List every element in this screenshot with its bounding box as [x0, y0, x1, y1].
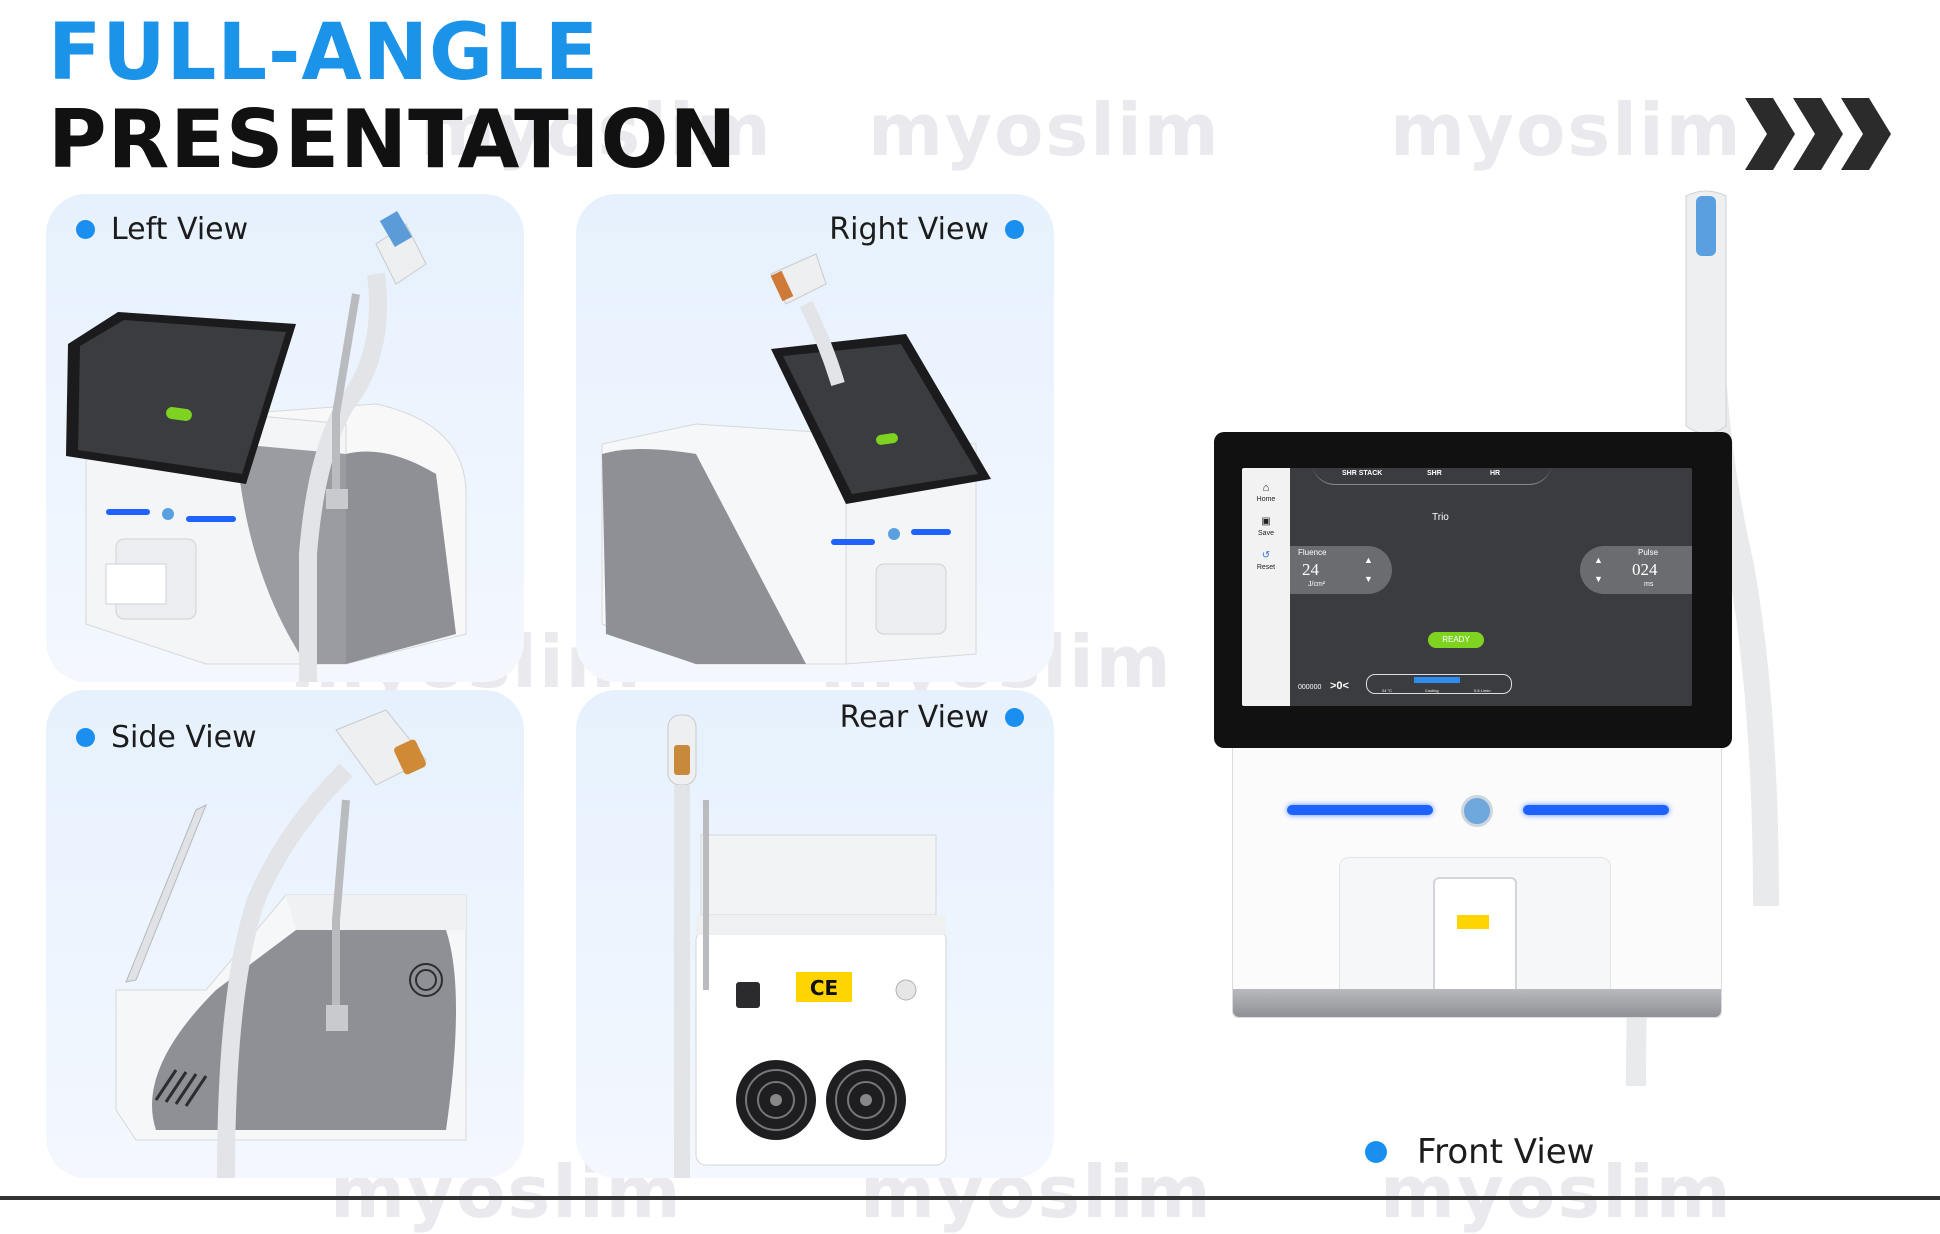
blue-light-left — [1287, 805, 1433, 815]
tab-arc — [1312, 468, 1552, 485]
side-view-machine — [115, 709, 467, 1178]
status-cooling: Cooling — [1425, 688, 1439, 693]
mode-label: Trio — [1432, 512, 1449, 523]
bullet-dot-icon — [76, 728, 95, 747]
pulse-label: Pulse — [1638, 548, 1659, 557]
bullet-dot-icon — [1365, 1141, 1387, 1163]
watermark: myoslim — [420, 88, 773, 172]
home-icon[interactable]: ⌂ — [1262, 482, 1270, 494]
fluence-label: Fluence — [1298, 548, 1327, 557]
side-menu-home[interactable]: Home — [1256, 496, 1276, 503]
left-view-panel: Left View — [46, 194, 524, 682]
shot-counter: 000000 — [1298, 684, 1322, 691]
fluence-control[interactable] — [1290, 546, 1392, 594]
ce-mark-icon: CE — [810, 976, 838, 1000]
right-view-text: Right View — [829, 212, 989, 247]
bullet-dot-icon — [1005, 220, 1024, 239]
power-knob-icon — [1461, 795, 1493, 827]
status-bar — [1366, 674, 1512, 694]
side-menu-reset[interactable]: Reset — [1256, 564, 1276, 571]
side-view-text: Side View — [111, 720, 257, 755]
fluence-up-icon[interactable]: ▲ — [1364, 555, 1373, 565]
watermark: myoslim — [1390, 88, 1743, 172]
bullet-dot-icon — [76, 220, 95, 239]
left-view-text: Left View — [111, 212, 249, 247]
front-view-machine: ⌂ Home ▣ Save ↺ Reset SHR STACK SHR HR T… — [1206, 186, 1806, 1086]
page-title-line1: FULL-ANGLE — [48, 8, 600, 98]
left-view-label: Left View — [76, 212, 248, 247]
tab-shr[interactable]: SHR — [1427, 470, 1442, 477]
rear-view-panel: Rear View CE — [576, 690, 1054, 1178]
watermark: myoslim — [868, 88, 1221, 172]
pulse-control[interactable] — [1580, 546, 1692, 594]
ready-button[interactable]: READY — [1428, 632, 1484, 648]
right-view-panel: Right View — [576, 194, 1054, 682]
rear-view-machine: CE — [667, 714, 947, 1178]
side-menu-save[interactable]: Save — [1258, 530, 1274, 537]
rear-view-text: Rear View — [839, 700, 989, 735]
right-view-machine — [601, 253, 991, 665]
fan-icon — [736, 1060, 816, 1140]
pulse-value: 024 — [1632, 560, 1658, 579]
status-flow: 0.6 L/min — [1474, 688, 1491, 693]
cooling-bar — [1414, 677, 1460, 683]
bottom-border — [0, 1196, 1940, 1200]
left-view-machine — [66, 211, 467, 682]
fluence-down-icon[interactable]: ▼ — [1364, 574, 1373, 584]
pulse-down-icon[interactable]: ▼ — [1594, 574, 1603, 584]
blue-light-right — [1523, 805, 1669, 815]
device-base — [1233, 989, 1721, 1017]
fluence-unit: J/cm² — [1308, 581, 1326, 588]
center-symbol: >0< — [1330, 680, 1349, 692]
bullet-dot-icon — [1005, 708, 1024, 727]
side-view-panel: Side View — [46, 690, 524, 1178]
rear-view-label: Rear View — [840, 700, 1024, 735]
reset-icon[interactable]: ↺ — [1261, 550, 1271, 561]
screen-side-menu — [1242, 468, 1290, 706]
pulse-unit: ms — [1644, 581, 1654, 588]
handpiece-slot — [1433, 877, 1517, 1001]
right-view-label: Right View — [829, 212, 1024, 247]
front-view-label: Front View — [1365, 1132, 1595, 1172]
warning-sticker — [1457, 915, 1489, 929]
save-icon[interactable]: ▣ — [1261, 516, 1271, 527]
front-view-text: Front View — [1417, 1132, 1595, 1172]
pulse-up-icon[interactable]: ▲ — [1594, 555, 1603, 565]
chevron-arrows-icon — [1745, 98, 1891, 170]
side-view-label: Side View — [76, 720, 257, 755]
page-title-line2: PRESENTATION — [48, 93, 738, 186]
device-body — [1232, 726, 1722, 1018]
fluence-value: 24 — [1302, 560, 1319, 579]
touch-screen: ⌂ Home ▣ Save ↺ Reset SHR STACK SHR HR T… — [1214, 432, 1732, 748]
status-temperature: 24 °C — [1382, 688, 1393, 693]
screen-display: ⌂ Home ▣ Save ↺ Reset SHR STACK SHR HR T… — [1242, 468, 1692, 706]
fan-icon — [826, 1060, 906, 1140]
